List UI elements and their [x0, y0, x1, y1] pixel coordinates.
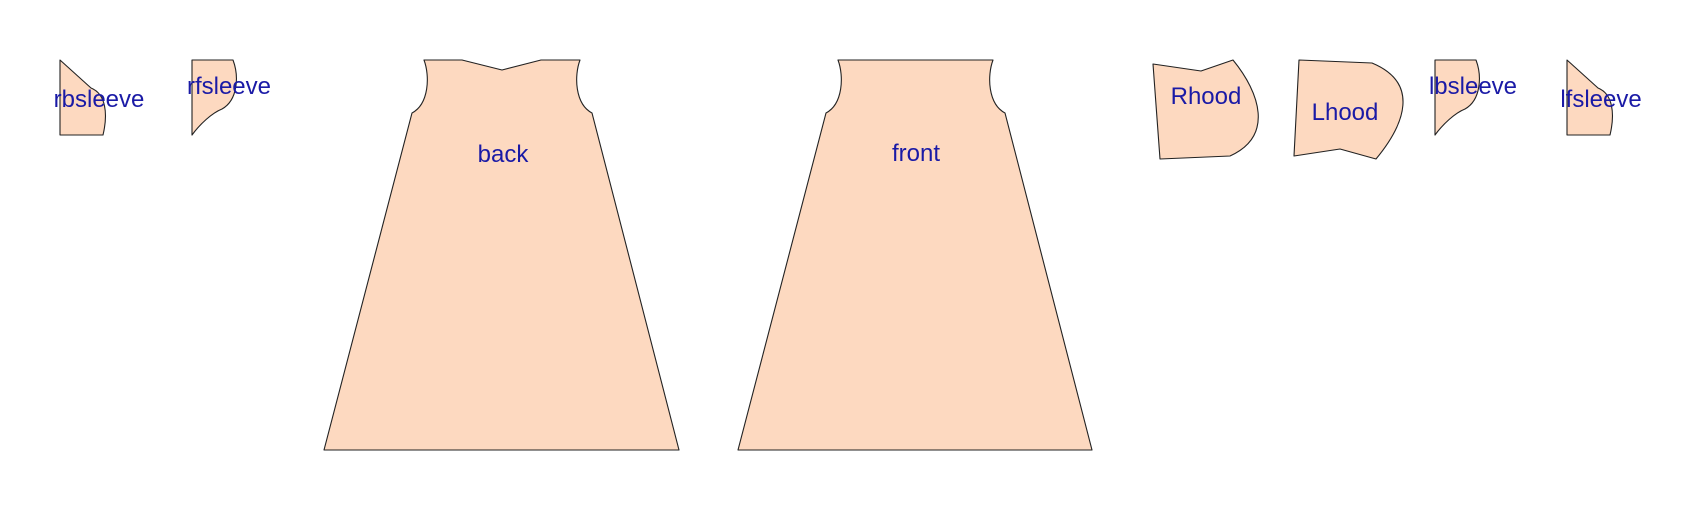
back-shape	[323, 59, 680, 451]
lbsleeve-label: lbsleeve	[1429, 73, 1517, 100]
piece-lhood: Lhood	[1293, 59, 1404, 160]
lfsleeve-shape	[1566, 59, 1613, 136]
piece-rhood: Rhood	[1152, 59, 1259, 160]
lhood-label: Lhood	[1312, 99, 1379, 126]
front-label: front	[892, 140, 940, 167]
rhood-shape	[1152, 59, 1259, 160]
front-shape	[737, 59, 1093, 451]
piece-back: back	[323, 59, 680, 451]
lfsleeve-label: lfsleeve	[1560, 86, 1641, 113]
piece-front: front	[737, 59, 1093, 451]
piece-rbsleeve: rbsleeve	[54, 59, 145, 136]
lhood-shape	[1293, 59, 1404, 160]
piece-lbsleeve: lbsleeve	[1429, 59, 1517, 136]
piece-lfsleeve: lfsleeve	[1560, 59, 1642, 136]
rbsleeve-shape	[59, 59, 106, 136]
rfsleeve-label: rfsleeve	[187, 73, 271, 100]
rfsleeve-shape	[191, 59, 237, 136]
lbsleeve-shape	[1434, 59, 1480, 136]
back-label: back	[478, 141, 530, 168]
rbsleeve-label: rbsleeve	[54, 86, 145, 113]
rhood-label: Rhood	[1171, 83, 1242, 110]
piece-rfsleeve: rfsleeve	[187, 59, 271, 136]
